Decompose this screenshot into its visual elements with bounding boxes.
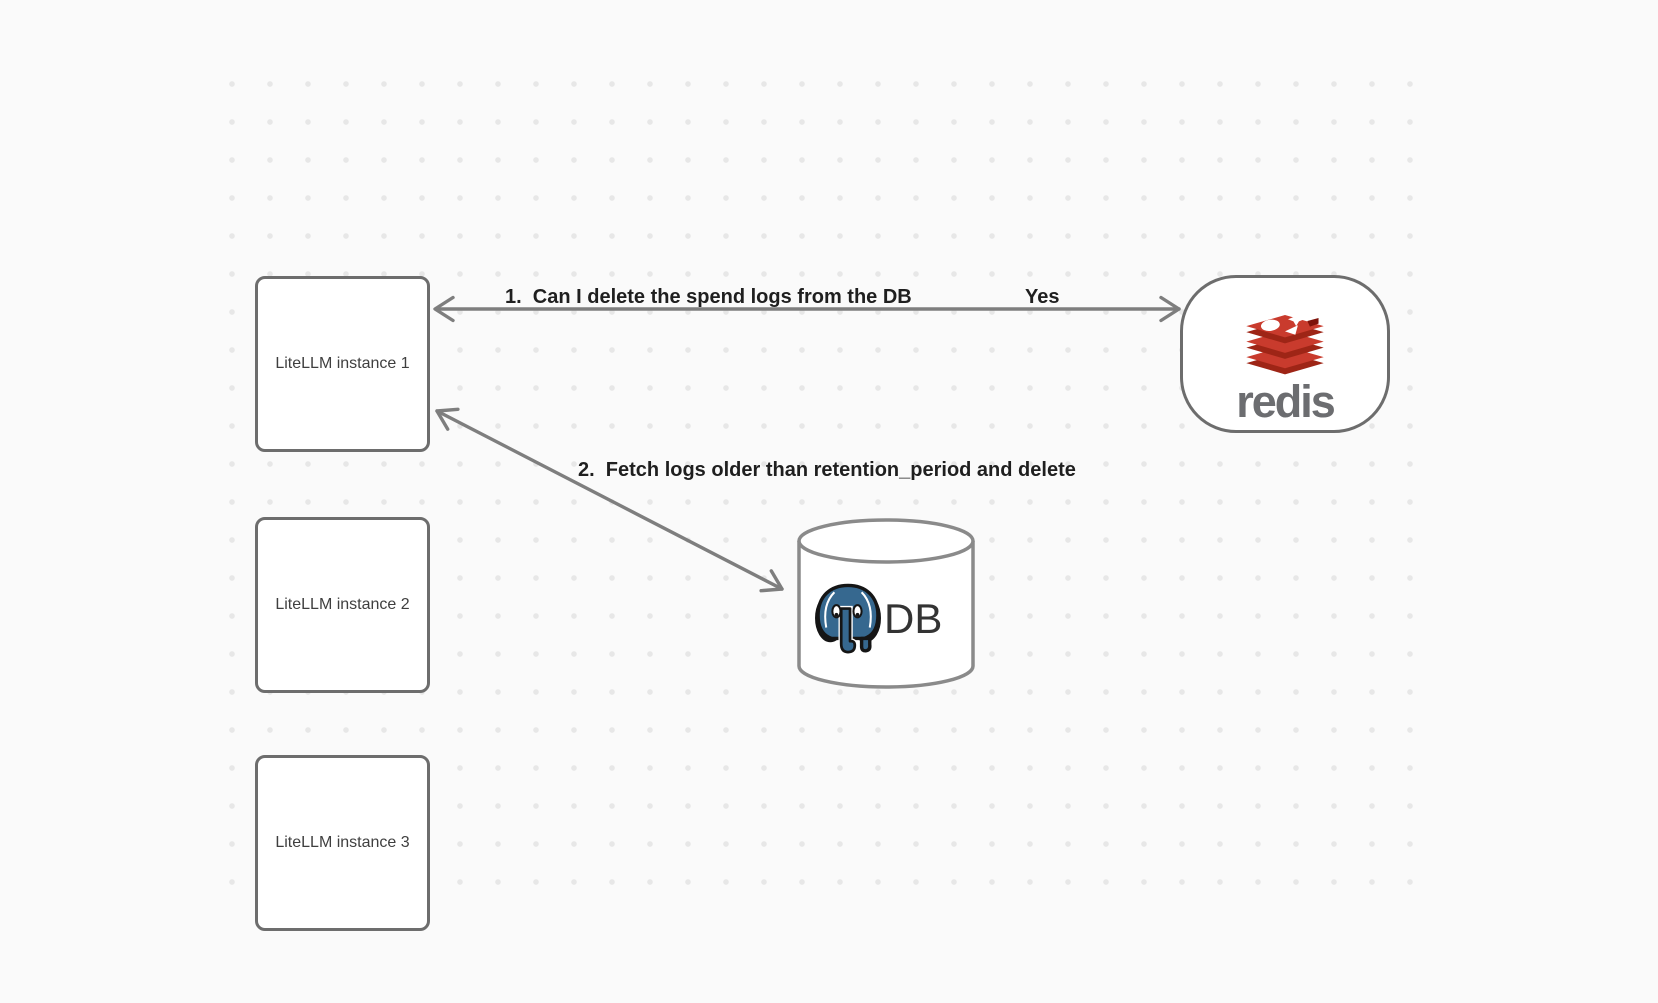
node-litellm-instance-2[interactable]: LiteLLM instance 2 — [255, 517, 430, 693]
redis-logo-icon — [1246, 312, 1324, 375]
node-label: LiteLLM instance 1 — [275, 355, 410, 372]
db-label: DB — [884, 595, 943, 642]
edge-label-fetch-logs: 2. Fetch logs older than retention_perio… — [578, 459, 1076, 481]
database-cylinder-icon — [797, 518, 975, 689]
node-redis[interactable]: redis — [1180, 275, 1390, 433]
node-litellm-instance-3[interactable]: LiteLLM instance 3 — [255, 755, 430, 931]
node-label: LiteLLM instance 3 — [275, 834, 410, 851]
edge-label-delete-spend-logs: 1. Can I delete the spend logs from the … — [505, 286, 912, 308]
postgresql-icon — [815, 583, 881, 655]
node-label: LiteLLM instance 2 — [275, 596, 410, 613]
redis-wordmark: redis — [1236, 376, 1336, 427]
node-db[interactable] — [795, 514, 977, 692]
edge-label-yes: Yes — [1025, 286, 1060, 308]
node-litellm-instance-1[interactable]: LiteLLM instance 1 — [255, 276, 430, 452]
